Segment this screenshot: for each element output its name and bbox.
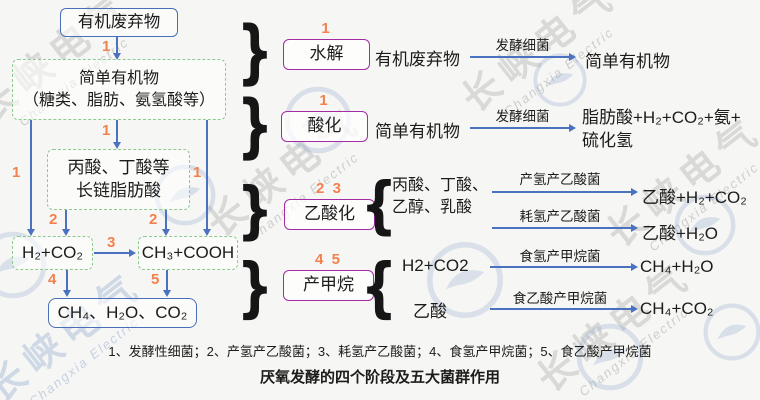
stage4-numbers: 4 5 <box>314 251 341 268</box>
stage2-reaction-arrow <box>470 123 576 132</box>
stage2-product-line1: 脂肪酸+H₂+CO₂+氨+ <box>582 108 741 127</box>
node-h2-co2: H₂+CO₂ <box>12 236 93 270</box>
node-label: 丙酸、丁酸等 <box>67 157 170 177</box>
stage1-bacteria-label: 发酵细菌 <box>495 38 550 53</box>
stage4-product-2: CH₄+CO₂ <box>640 299 714 318</box>
step-number: 1 <box>102 38 111 55</box>
arrow-ch3cooh-to-final <box>162 270 171 297</box>
arrow-h2co2-to-final <box>62 270 71 297</box>
step-number: 1 <box>12 164 21 181</box>
stage-label: 水解 <box>309 44 344 64</box>
arrow-simple-to-h2co2-outer <box>26 120 35 236</box>
stage4-reaction-arrow-2 <box>490 304 638 313</box>
step-number: 3 <box>107 234 116 251</box>
bacteria-legend: 1、发酵性细菌；2、产氢产乙酸菌；3、耗氢产乙酸菌；4、食氢产甲烷菌；5、食乙酸… <box>108 344 652 359</box>
step-number: 5 <box>151 271 160 288</box>
stage1-numbers: 1 <box>321 20 330 37</box>
brace-right-stage3: } <box>236 174 274 248</box>
arrow-h2co2-to-ch3cooh <box>94 248 136 257</box>
node-label: 有机废弃物 <box>77 13 161 32</box>
node-label: 长链脂肪酸 <box>76 180 161 200</box>
node-ch3-cooh: CH₃+COOH <box>138 236 238 270</box>
arrow-fatty-to-ch3cooh <box>161 210 170 236</box>
stage2-numbers: 1 <box>319 92 328 109</box>
stage3-bacteria-label-1: 产氢产乙酸菌 <box>519 172 601 187</box>
stage3-product-1: 乙酸+H₂+CO₂ <box>642 188 747 207</box>
stage3-substrate-line2: 乙醇、乳酸 <box>392 199 473 216</box>
stage1-reaction-arrow <box>470 52 576 61</box>
node-label: （糖类、脂肪、氨氢酸等） <box>22 91 215 109</box>
step-number: 2 <box>149 211 158 228</box>
stage2-box-acidification: 酸化 <box>281 111 368 142</box>
node-final-products: CH₄、H₂O、CO₂ <box>48 298 197 328</box>
stage2-substrate: 简单有机物 <box>375 122 460 141</box>
node-label: H₂+CO₂ <box>22 242 83 262</box>
diagram-title: 厌氧发酵的四个阶段及五大菌群作用 <box>259 369 500 386</box>
stage3-reaction-arrow-2 <box>492 223 638 232</box>
step-number: 1 <box>102 122 111 139</box>
node-label: CH₃+COOH <box>141 242 235 262</box>
step-number: 2 <box>49 211 58 228</box>
stage-label: 产甲烷 <box>303 275 354 295</box>
stage3-substrate-line1: 丙酸、丁酸、 <box>392 177 489 194</box>
stage1-box-hydrolysis: 水解 <box>283 39 370 70</box>
stage-label: 乙酸化 <box>304 204 355 224</box>
stage4-bacteria-label-2: 食乙酸产甲烷菌 <box>512 291 608 306</box>
arrow-waste-to-simple <box>112 37 121 60</box>
brace-right-stage4: } <box>236 250 274 326</box>
node-fatty-acids: 丙酸、丁酸等 长链脂肪酸 <box>47 149 190 210</box>
stage1-product: 简单有机物 <box>585 52 670 71</box>
brace-right-stage2: } <box>236 87 274 167</box>
step-number: 1 <box>193 164 202 181</box>
node-organic-waste: 有机废弃物 <box>60 8 178 37</box>
stage3-box-acetogenesis: 乙酸化 <box>284 199 375 230</box>
stage3-bacteria-label-2: 耗氢产乙酸菌 <box>519 209 601 224</box>
stage3-numbers: 2 3 <box>315 180 342 197</box>
brace-left-stage4: { <box>360 250 398 326</box>
stage3-reaction-arrow-1 <box>492 187 638 196</box>
node-simple-organics: 简单有机物 （糖类、脂肪、氨氢酸等） <box>12 59 226 120</box>
arrow-fatty-to-h2co2 <box>61 210 70 236</box>
stage2-product-line2: 硫化氢 <box>582 131 633 150</box>
stage4-substrate-1: H2+CO2 <box>402 256 469 275</box>
stage4-box-methanogenesis: 产甲烷 <box>283 270 374 301</box>
stage1-substrate: 有机废弃物 <box>375 50 460 69</box>
stage3-product-2: 乙酸+H₂O <box>642 224 719 243</box>
stage4-reaction-arrow-1 <box>490 262 638 271</box>
stage4-product-1: CH₄+H₂O <box>640 257 714 276</box>
stage4-bacteria-label-1: 食氢产甲烷菌 <box>519 249 601 264</box>
brace-right-stage1: } <box>236 13 274 93</box>
arrow-simple-to-fatty <box>112 120 121 149</box>
stage-label: 酸化 <box>307 116 342 136</box>
step-number: 4 <box>48 271 57 288</box>
stage2-bacteria-label: 发酵细菌 <box>495 109 550 124</box>
node-label: CH₄、H₂O、CO₂ <box>57 302 188 322</box>
brace-left-stage3: { <box>360 169 398 243</box>
stage4-substrate-2: 乙酸 <box>413 302 447 321</box>
arrow-simple-to-ch3cooh-outer <box>202 120 211 236</box>
node-label: 简单有机物 <box>78 69 159 87</box>
